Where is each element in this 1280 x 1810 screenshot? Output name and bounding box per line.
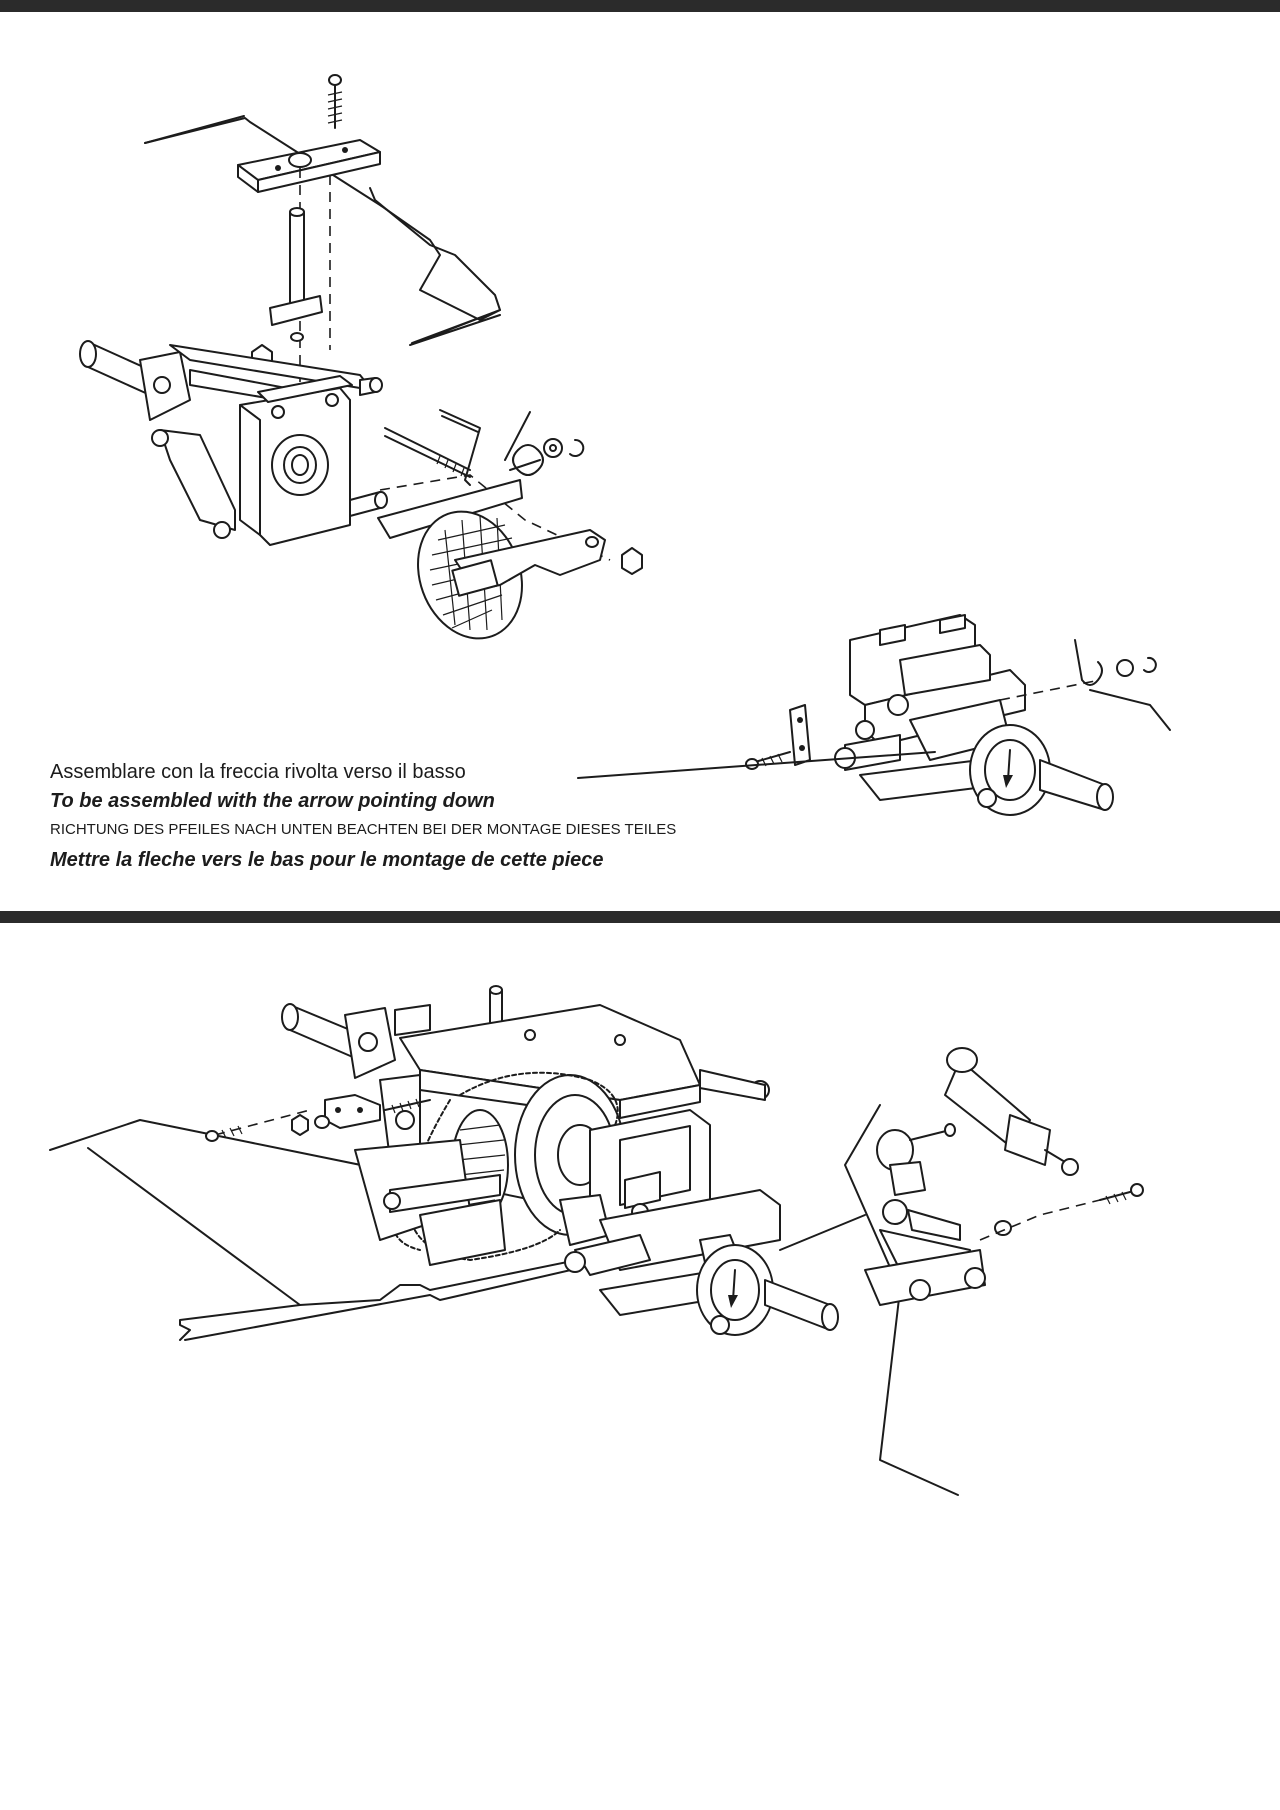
instruction-italian: Assemblare con la freccia rivolta verso … bbox=[50, 761, 466, 783]
top-divider-rule bbox=[0, 0, 1280, 12]
chassis-chain-drive-icon bbox=[49, 985, 1144, 1496]
top-assembly-diagram bbox=[0, 40, 1280, 860]
middle-divider-rule bbox=[0, 911, 1280, 923]
bottom-assembly-diagram bbox=[0, 950, 1280, 1810]
instruction-german: RICHTUNG DES PFEILES NACH UNTEN BEACHTEN… bbox=[50, 821, 677, 838]
instruction-french: Mettre la fleche vers le bas pour le mon… bbox=[50, 849, 604, 871]
gearbox-brake-assembly-icon bbox=[79, 74, 1171, 816]
instruction-english: To be assembled with the arrow pointing … bbox=[50, 790, 495, 812]
detail-hub-icon bbox=[745, 614, 1171, 816]
assembly-instructions: Assemblare con la freccia rivolta verso … bbox=[50, 757, 950, 875]
